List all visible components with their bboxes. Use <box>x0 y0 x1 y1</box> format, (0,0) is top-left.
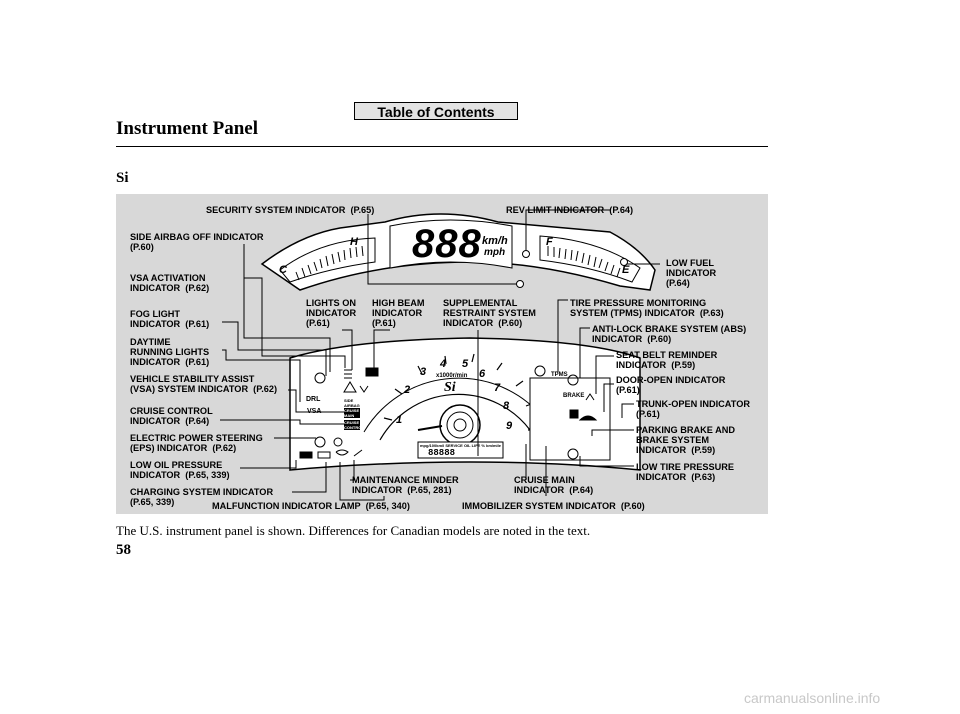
vsa-icon: VSA <box>307 408 322 415</box>
label-high-beam: HIGH BEAM INDICATOR (P.61) <box>372 298 425 328</box>
section-label: Si <box>116 170 129 186</box>
figure-caption: The U.S. instrument panel is shown. Diff… <box>116 523 591 538</box>
label-maintenance-minder: MAINTENANCE MINDER INDICATOR (P.65, 281) <box>352 475 459 495</box>
footer-watermark: carmanualsonline.info <box>744 690 881 706</box>
label-side-airbag-off: SIDE AIRBAG OFF INDICATOR (P.60) <box>130 232 264 252</box>
page-number: 58 <box>116 542 131 558</box>
label-parking-brake: PARKING BRAKE AND BRAKE SYSTEM INDICATOR… <box>636 425 736 455</box>
label-low-tire: LOW TIRE PRESSURE INDICATOR (P.63) <box>636 462 735 482</box>
tach-number: 6 <box>479 368 486 380</box>
label-cruise-control: CRUISE CONTROL INDICATOR (P.64) <box>130 406 213 426</box>
tach-number: 7 <box>494 382 501 394</box>
label-security-system: SECURITY SYSTEM INDICATOR (P.65) <box>206 205 375 215</box>
label-door-open: DOOR-OPEN INDICATOR (P.61) <box>616 375 726 395</box>
cruise-control-icon: CRUISE CONTROL <box>344 420 364 430</box>
label-rev-limit: REV LIMIT INDICATOR (P.64) <box>506 205 634 215</box>
tpms-icon: TPMS <box>551 372 568 378</box>
tach-number: 8 <box>503 400 510 412</box>
label-eps: ELECTRIC POWER STEERING (EPS) INDICATOR … <box>130 433 263 453</box>
label-cruise-main: CRUISE MAIN INDICATOR (P.64) <box>514 475 594 495</box>
label-vsa-system: VEHICLE STABILITY ASSIST (VSA) SYSTEM IN… <box>130 374 278 394</box>
tach-number: 4 <box>440 358 447 370</box>
label-fog-light: FOG LIGHT INDICATOR (P.61) <box>130 309 210 329</box>
info-line: mpg/100km/l SERVICE OIL LIFE % km/mile <box>420 443 501 448</box>
label-vsa-activation: VSA ACTIVATION INDICATOR (P.62) <box>130 273 210 293</box>
speed-unit-kmh: km/h <box>482 235 508 247</box>
fuel-full-label: F <box>546 236 553 248</box>
tach-number: 1 <box>396 414 403 426</box>
label-drl: DAYTIME RUNNING LIGHTS INDICATOR (P.61) <box>130 337 210 367</box>
label-lights-on: LIGHTS ON INDICATOR (P.61) <box>306 298 357 328</box>
tach-number: 3 <box>420 366 427 378</box>
page-title: Instrument Panel <box>116 118 258 139</box>
cruise-main-icon: CRUISE MAIN <box>344 408 360 418</box>
tach-number: 9 <box>506 420 513 432</box>
title-divider <box>116 146 768 147</box>
brake-icon: BRAKE <box>563 393 585 399</box>
label-abs: ANTI-LOCK BRAKE SYSTEM (ABS) INDICATOR (… <box>592 324 747 344</box>
speed-digits: 888 <box>412 222 482 266</box>
label-trunk-open: TRUNK-OPEN INDICATOR (P.61) <box>636 399 750 419</box>
label-low-oil: LOW OIL PRESSURE INDICATOR (P.65, 339) <box>130 460 230 480</box>
speed-unit-mph: mph <box>484 247 506 258</box>
label-charging-system: CHARGING SYSTEM INDICATOR (P.65, 339) <box>130 487 274 507</box>
drl-icon: DRL <box>306 396 321 403</box>
label-tpms: TIRE PRESSURE MONITORING SYSTEM (TPMS) I… <box>570 298 724 318</box>
table-of-contents-button[interactable]: Table of Contents <box>354 102 518 120</box>
label-malfunction-lamp: MALFUNCTION INDICATOR LAMP (P.65, 340) <box>212 501 410 511</box>
tach-unit-label: x1000r/min <box>436 373 468 379</box>
label-immobilizer: IMMOBILIZER SYSTEM INDICATOR (P.60) <box>462 501 645 511</box>
si-badge: Si <box>444 380 456 395</box>
odometer-digits: 88888 <box>428 448 456 458</box>
temp-hot-label: H <box>350 236 358 248</box>
temp-cold-label: C <box>279 264 287 276</box>
label-srs: SUPPLEMENTAL RESTRAINT SYSTEM INDICATOR … <box>443 298 536 328</box>
label-low-fuel: LOW FUEL INDICATOR (P.64) <box>666 258 717 288</box>
tach-number: 5 <box>462 358 469 370</box>
label-seat-belt: SEAT BELT REMINDER INDICATOR (P.59) <box>616 350 718 370</box>
fuel-empty-label: E <box>622 264 630 276</box>
tach-number: 2 <box>404 384 411 396</box>
